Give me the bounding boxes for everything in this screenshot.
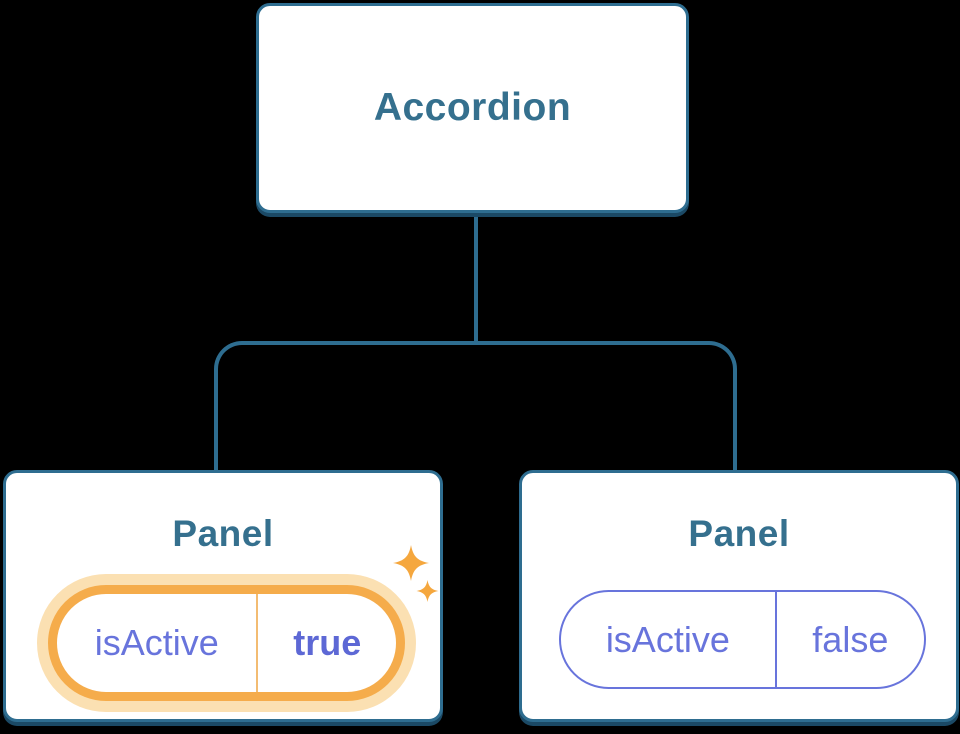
panel-node-inactive: Panel isActive false (519, 470, 959, 722)
panel-node-label: Panel (172, 513, 274, 554)
prop-name-label: isActive (605, 618, 730, 660)
prop-name-label: isActive (94, 622, 219, 663)
prop-pill-inactive: isActive false (559, 590, 926, 689)
sparkle-small-icon (416, 580, 439, 602)
connector-stem (474, 212, 478, 344)
accordion-node: Accordion (256, 3, 689, 213)
prop-value-label: false (774, 592, 924, 687)
accordion-node-label: Accordion (373, 86, 572, 129)
prop-value-label: true (256, 594, 396, 692)
connector-branch (214, 341, 737, 471)
prop-pill-active: isActive true (48, 585, 405, 701)
panel-node-label: Panel (688, 513, 790, 554)
panel-node-active: Panel isActive true (3, 470, 443, 722)
